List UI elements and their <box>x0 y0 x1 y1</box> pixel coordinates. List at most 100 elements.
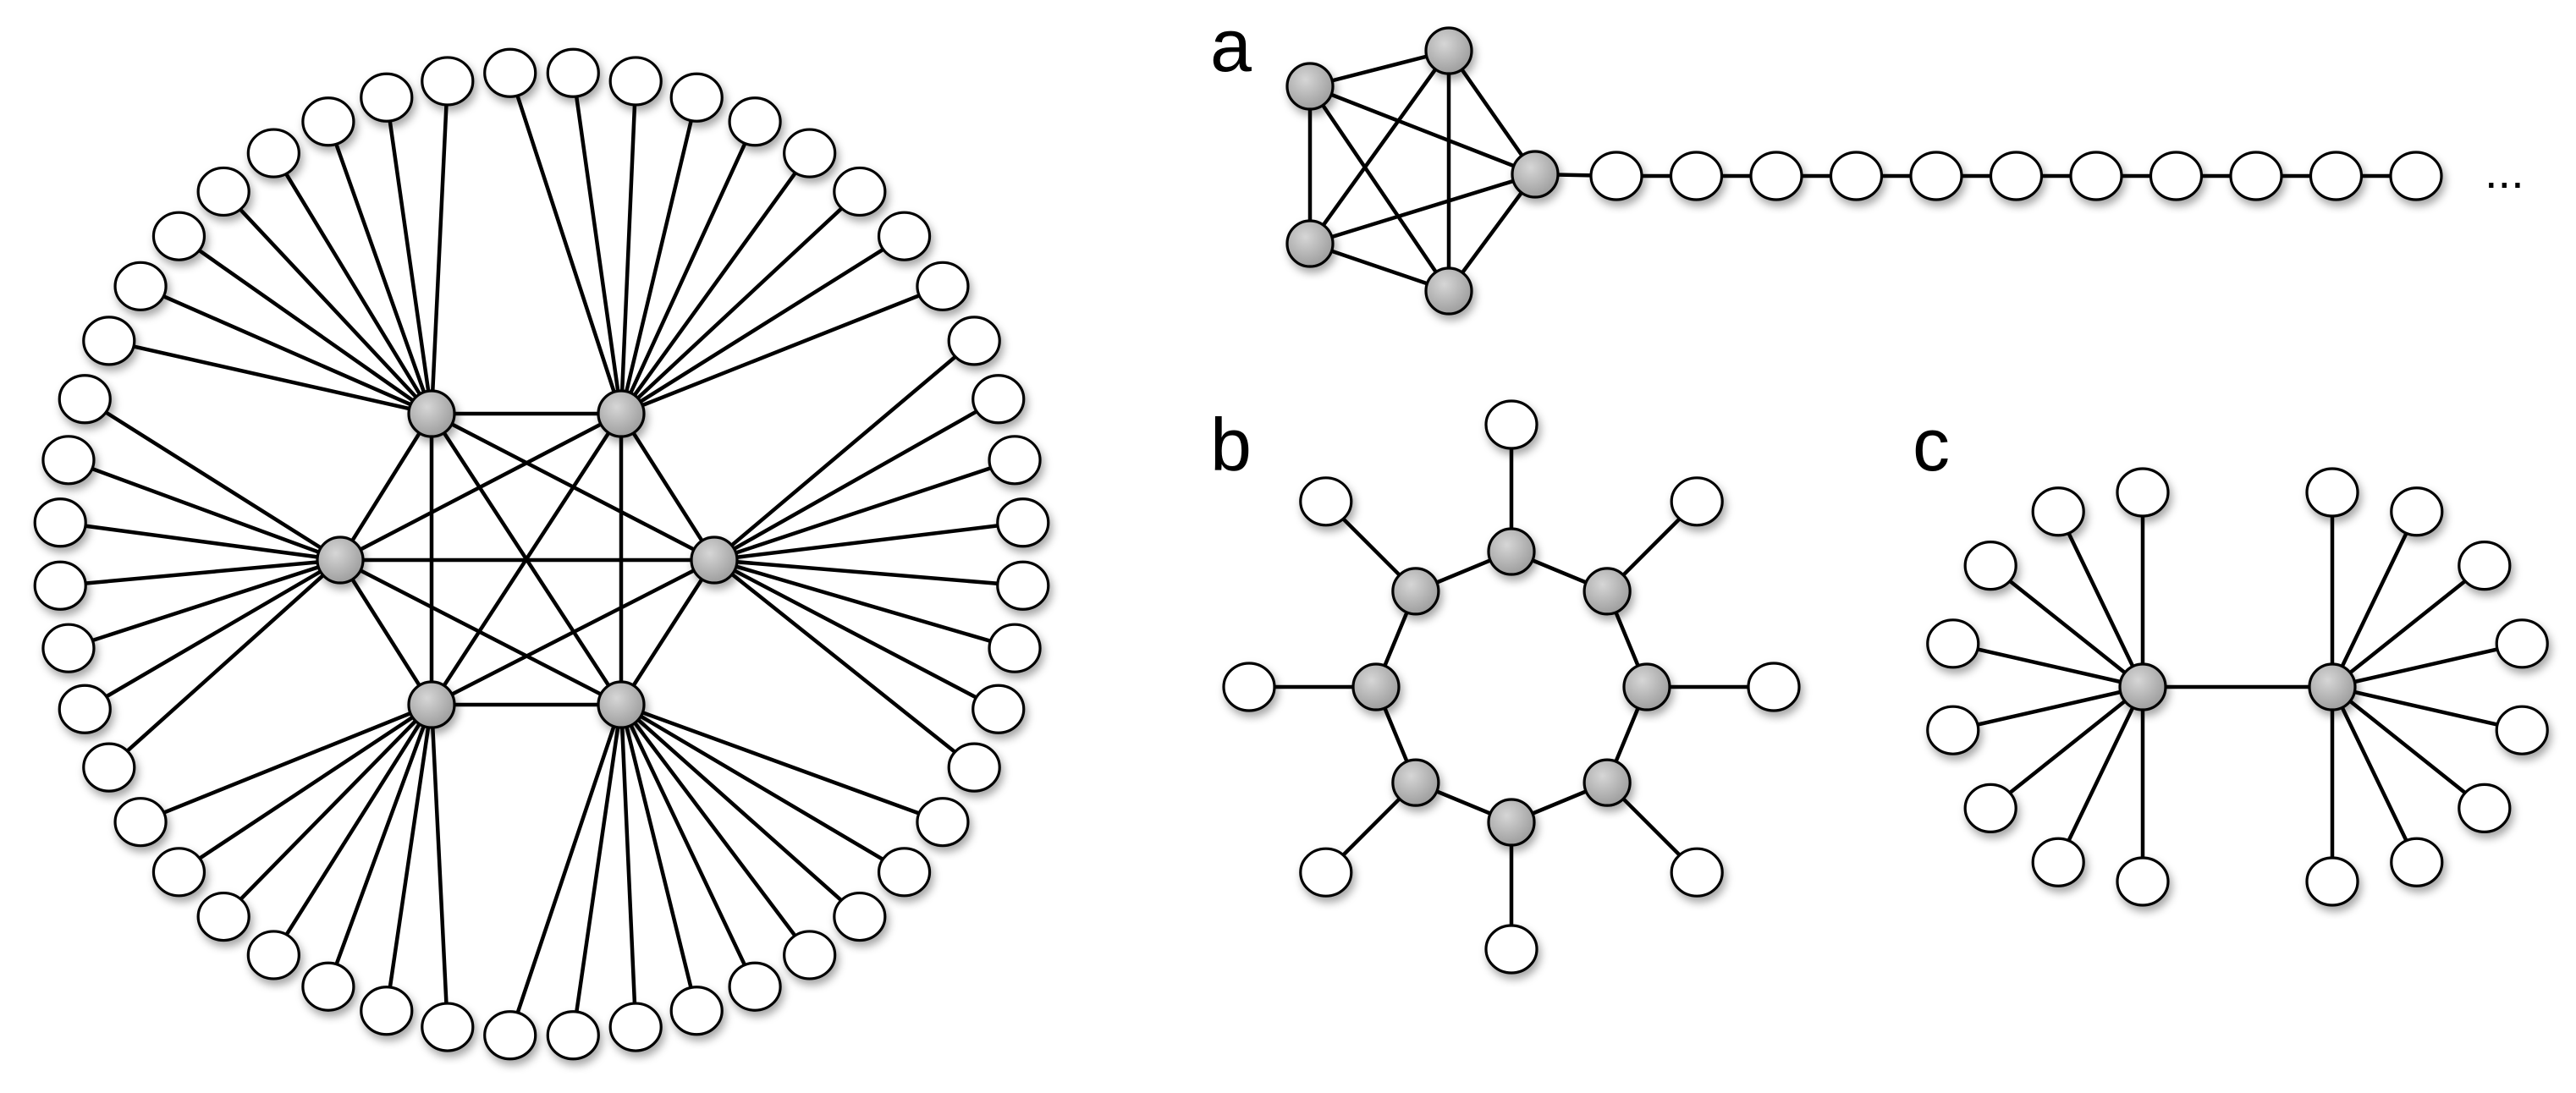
panel-label-a: a <box>1210 3 1252 87</box>
graph-c-double-star <box>1926 467 2549 907</box>
large-core-node <box>407 389 456 438</box>
star-leaf-edge <box>2331 685 2486 810</box>
large-leaf-node <box>41 435 96 486</box>
star-leaf-node <box>2495 705 2549 755</box>
clique-edge <box>1309 84 1536 177</box>
large-leaf-node <box>988 435 1042 486</box>
large-leaf-node <box>421 56 475 107</box>
clique-node <box>1511 150 1560 199</box>
large-leaf-node <box>113 797 168 848</box>
chain-node <box>1749 151 1803 201</box>
large-leaf-edge <box>68 557 341 651</box>
large-leaf-edge <box>713 339 976 562</box>
large-leaf-node <box>608 56 663 107</box>
hub-node <box>2118 662 2167 711</box>
large-leaf-node <box>151 847 206 898</box>
ring-node <box>1582 567 1632 616</box>
large-leaf-node <box>82 316 136 366</box>
large-leaf-node <box>483 47 537 98</box>
ring-node <box>1487 527 1536 576</box>
large-leaf-edge <box>713 557 1016 651</box>
graph-a-clique-chain <box>1285 26 2443 316</box>
large-leaf-edge <box>619 704 638 1028</box>
large-leaf-node <box>301 96 355 147</box>
large-leaf-edge <box>222 189 433 415</box>
large-leaf-node <box>151 211 206 261</box>
star-leaf-node <box>1926 618 1980 669</box>
large-leaf-edge <box>68 458 341 563</box>
chain-node <box>1589 151 1643 201</box>
large-leaf-edge <box>384 704 434 1012</box>
star-leaf-node <box>1963 783 2017 834</box>
chain-node <box>1989 151 2044 201</box>
panel-label-b: b <box>1210 403 1252 486</box>
large-leaf-node <box>360 72 414 123</box>
star-leaf-edge <box>2330 686 2419 864</box>
large-leaf-edge <box>571 72 624 415</box>
large-leaf-node <box>58 374 112 425</box>
large-leaf-edge <box>571 704 624 1036</box>
large-core-edge <box>339 558 433 706</box>
clique-edge <box>1308 49 1450 245</box>
large-leaf-node <box>972 374 1026 425</box>
chain-node <box>1669 151 1724 201</box>
large-leaf-node <box>916 797 970 848</box>
ring-leaf-node <box>1670 476 1724 527</box>
ring-node <box>1391 758 1440 807</box>
ring-leaf-node <box>1299 476 1353 527</box>
star-leaf-edge <box>2331 563 2486 689</box>
large-leaf-edge <box>60 557 341 588</box>
star-leaf-edge <box>1952 684 2144 733</box>
large-core-node <box>407 680 456 729</box>
star-leaf-node <box>2495 618 2549 669</box>
large-core-edge <box>339 412 433 562</box>
clique-edge <box>1309 172 1536 246</box>
large-leaf-edge <box>713 558 999 711</box>
large-leaf-edge <box>326 121 434 415</box>
star-leaf-node <box>2390 837 2444 887</box>
star-leaf-node <box>2031 837 2085 887</box>
large-leaf-edge <box>620 702 944 824</box>
large-leaf-node <box>421 1002 475 1052</box>
large-leaf-edge <box>619 80 638 415</box>
ring-leaf-node <box>1484 924 1538 975</box>
large-leaf-edge <box>713 520 1024 563</box>
large-core-edge <box>619 412 716 562</box>
ring-leaf-node <box>1299 847 1353 898</box>
large-leaf-node <box>196 891 250 942</box>
large-core-edge <box>339 557 623 707</box>
large-leaf-node <box>988 623 1042 673</box>
large-leaf-node <box>783 930 837 980</box>
large-leaf-edge <box>429 704 450 1028</box>
large-leaf-node <box>196 166 250 217</box>
large-core-node <box>597 680 646 729</box>
large-core-node <box>316 536 365 585</box>
large-leaf-node <box>996 497 1050 548</box>
ring-leaf-node <box>1222 662 1276 712</box>
large-leaf-edge <box>619 234 905 415</box>
large-leaf-node <box>783 128 837 179</box>
large-leaf-node <box>728 96 782 147</box>
large-leaf-edge <box>178 234 433 415</box>
ring-node <box>1351 662 1401 711</box>
large-leaf-node <box>58 684 112 734</box>
large-leaf-edge <box>84 558 342 711</box>
ring-leaf-node <box>1670 847 1724 898</box>
large-leaf-edge <box>384 96 434 415</box>
large-leaf-edge <box>619 704 699 1012</box>
chain-node <box>1829 151 1884 201</box>
chain-node <box>2229 151 2283 201</box>
star-leaf-node <box>2458 540 2512 591</box>
large-leaf-node <box>246 930 300 980</box>
large-leaf-edge <box>222 703 433 919</box>
star-leaf-edge <box>1952 641 2144 689</box>
clique-edge <box>1447 173 1537 293</box>
star-leaf-node <box>2390 486 2444 537</box>
large-leaf-edge <box>619 96 699 415</box>
star-leaf-edge <box>2056 510 2145 688</box>
star-leaf-node <box>2458 783 2512 834</box>
large-leaf-node <box>669 72 724 123</box>
large-leaf-node <box>972 684 1026 734</box>
ring-leaf-node <box>1747 662 1801 712</box>
